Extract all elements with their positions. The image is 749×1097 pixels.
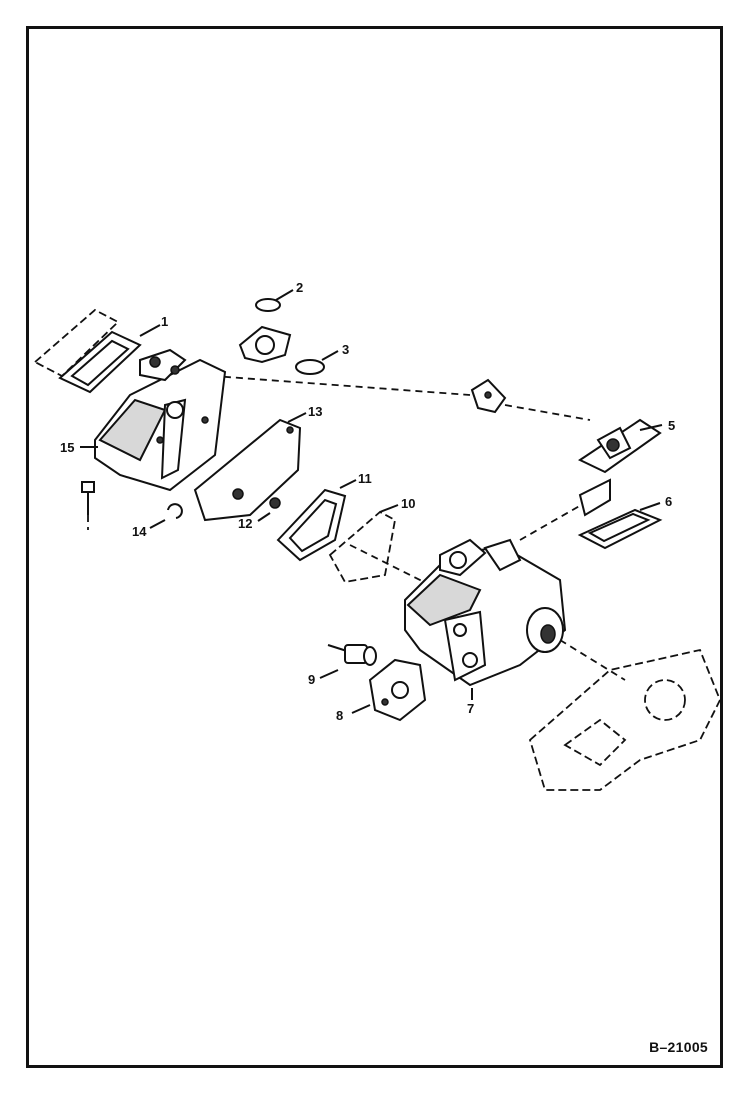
diagram-frame bbox=[26, 26, 723, 1068]
alignment-line-cover-to-bracket bbox=[199, 374, 471, 396]
callout-13: 13 bbox=[308, 404, 322, 419]
leader-1 bbox=[139, 324, 161, 337]
part-10-gasket bbox=[328, 510, 397, 583]
callout-2: 2 bbox=[296, 280, 303, 295]
part-3-cap-assembly bbox=[238, 325, 325, 375]
leader-14 bbox=[149, 519, 166, 529]
leader-11 bbox=[339, 479, 357, 489]
part-15-governor-cover bbox=[94, 348, 227, 492]
callout-3: 3 bbox=[342, 342, 349, 357]
alignment-line-cover-to-pump bbox=[349, 544, 431, 586]
part-14-clip bbox=[167, 503, 183, 519]
leader-3 bbox=[321, 350, 339, 361]
leader-2 bbox=[275, 289, 294, 301]
callout-10: 10 bbox=[401, 496, 415, 511]
callout-9: 9 bbox=[308, 672, 315, 687]
part-5-plate bbox=[577, 418, 662, 517]
leader-12 bbox=[257, 512, 271, 522]
part-7-injection-pump bbox=[404, 538, 567, 687]
leader-8 bbox=[351, 704, 371, 714]
alignment-line-pump-to-housing bbox=[559, 639, 626, 681]
bracket bbox=[470, 378, 507, 414]
part-11-gasket bbox=[276, 488, 347, 562]
callout-12: 12 bbox=[238, 516, 252, 531]
part-12-screw bbox=[269, 497, 281, 509]
fastener-bolt bbox=[81, 481, 95, 530]
part-6-gasket bbox=[577, 508, 663, 550]
alignment-line-bracket-to-plate bbox=[504, 404, 591, 421]
callout-1: 1 bbox=[161, 314, 168, 329]
callout-6: 6 bbox=[665, 494, 672, 509]
callout-14: 14 bbox=[132, 524, 147, 539]
callout-5: 5 bbox=[668, 418, 675, 433]
part-9-shaft bbox=[327, 644, 377, 666]
leader-10 bbox=[379, 504, 399, 513]
gear-housing-ghost bbox=[528, 648, 721, 791]
callout-7: 7 bbox=[467, 701, 474, 716]
part-13-gasket bbox=[193, 418, 302, 522]
leader-6 bbox=[639, 502, 661, 511]
callout-15: 15 bbox=[60, 440, 74, 455]
part-1-gasket bbox=[33, 308, 142, 394]
part-2-o-ring bbox=[255, 298, 281, 312]
alignment-line-lever-to-pump bbox=[519, 499, 591, 541]
callout-11: 11 bbox=[358, 471, 372, 486]
leader-13 bbox=[287, 412, 307, 423]
callout-8: 8 bbox=[336, 708, 343, 723]
figure-reference: B–21005 bbox=[649, 1039, 708, 1055]
leader-5 bbox=[639, 424, 663, 431]
part-8-cover bbox=[368, 658, 427, 722]
leader-9 bbox=[319, 669, 339, 679]
